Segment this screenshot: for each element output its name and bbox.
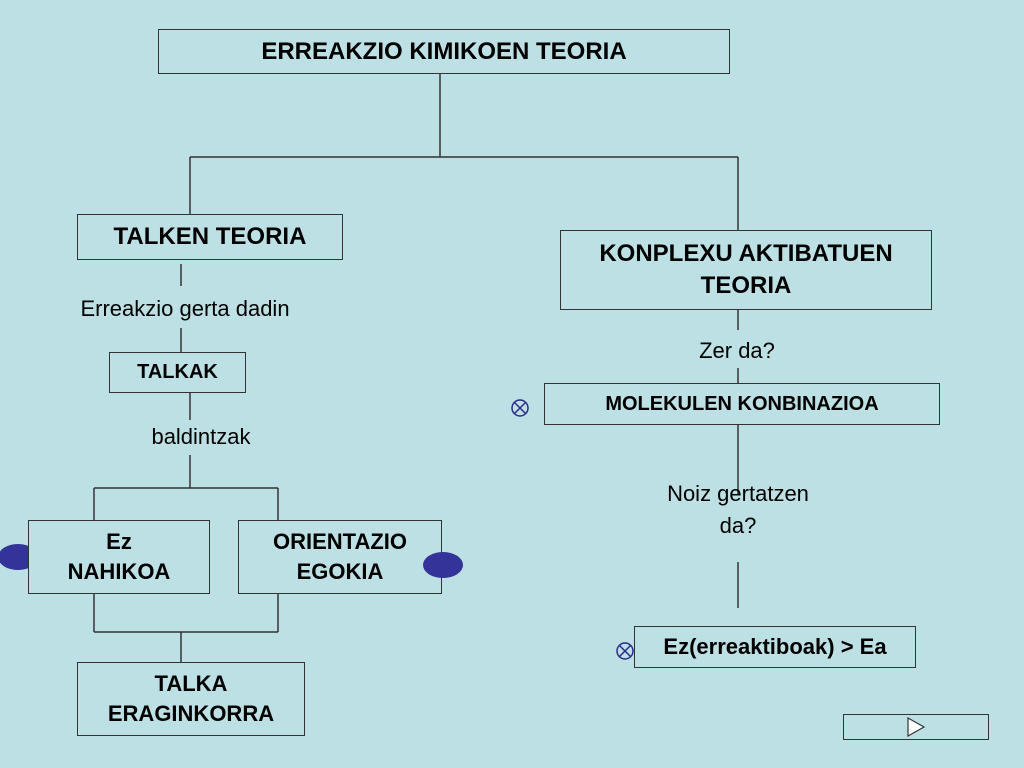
label-noiz-gertatzen-da: Noiz gertatzen da?	[640, 478, 836, 542]
node-ez-nahikoa-line1: Ez	[106, 529, 132, 554]
label-noiz-line1: Noiz gertatzen	[667, 481, 809, 506]
node-talkak: TALKAK	[109, 352, 246, 393]
node-konplexu-aktibatuen-teoria: KONPLEXU AKTIBATUEN TEORIA	[560, 230, 932, 310]
node-orientazio-line1: ORIENTAZIO	[272, 529, 408, 554]
label-baldintzak: baldintzak	[151, 424, 251, 449]
node-ez-nahikoa: Ez NAHIKOA	[28, 520, 210, 594]
node-eraginkorra-line2: ERAGINKORRA	[107, 701, 275, 726]
label-zer-da: Zer da?	[699, 338, 775, 363]
next-slide-button[interactable]	[843, 714, 989, 740]
label-noiz-line2: da?	[719, 513, 757, 538]
circle-cross-icon	[616, 642, 634, 660]
node-konplexu-line2: TEORIA	[700, 272, 792, 299]
node-eraginkorra-line1: TALKA	[154, 671, 228, 696]
node-talken-teoria: TALKEN TEORIA	[77, 214, 343, 260]
node-talka-eraginkorra: TALKA ERAGINKORRA	[77, 662, 305, 736]
node-orientazio-line2: EGOKIA	[296, 559, 384, 584]
label-erreakzio-gerta-dadin: Erreakzio gerta dadin	[80, 296, 290, 321]
node-molekulen-konbinazioa: MOLEKULEN KONBINAZIOA	[544, 383, 940, 425]
node-konplexu-line1: KONPLEXU AKTIBATUEN	[599, 240, 893, 267]
play-triangle-icon	[907, 717, 926, 737]
bullet-ellipse-right	[423, 552, 463, 578]
root-node-erreakzio-kimikoen-teoria: ERREAKZIO KIMIKOEN TEORIA	[158, 29, 730, 74]
node-ez-greater-than-ea: Ez(erreaktiboak) > Ea	[634, 626, 916, 668]
node-ez-nahikoa-line2: NAHIKOA	[67, 559, 171, 584]
circle-cross-icon	[511, 399, 529, 417]
node-orientazio-egokia: ORIENTAZIO EGOKIA	[238, 520, 442, 594]
